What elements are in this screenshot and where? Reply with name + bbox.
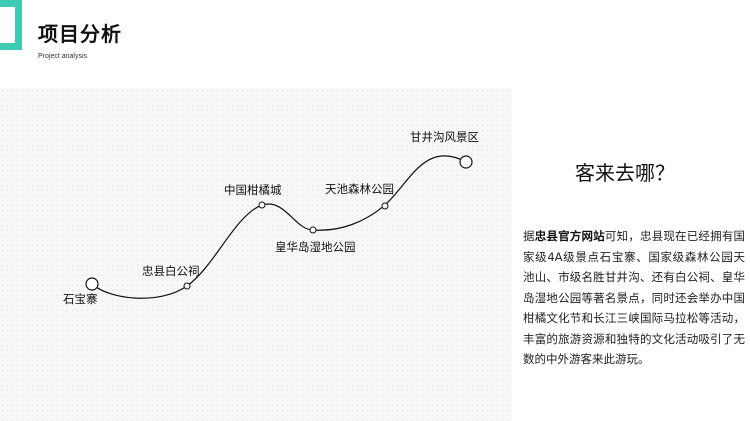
stop-label-shibaozhai: 石宝寨 bbox=[63, 292, 98, 306]
route-stop-start-marker bbox=[85, 277, 99, 291]
description-text: 据忠县官方网站可知，忠县现在已经拥有国家级4A级景点石宝寨、国家级森林公园天池山… bbox=[523, 226, 745, 370]
stop-label-ganjinggou: 甘井沟风景区 bbox=[410, 130, 479, 144]
desc-source-link-text: 忠县官方网站 bbox=[534, 229, 605, 243]
stop-label-huanghuadao: 皇华岛湿地公园 bbox=[275, 240, 356, 254]
stop-label-tianchi: 天池森林公园 bbox=[325, 182, 394, 196]
section-question: 客来去哪？ bbox=[575, 161, 675, 185]
route-stop-end-marker bbox=[459, 155, 473, 169]
page-subtitle: Project analysis bbox=[38, 53, 88, 60]
desc-prefix: 据 bbox=[523, 229, 535, 243]
accent-bracket bbox=[0, 0, 22, 50]
route-stop-marker bbox=[381, 202, 389, 210]
stop-label-baigongci: 忠县白公祠 bbox=[142, 264, 200, 278]
stop-label-ganjucheng: 中国柑橘城 bbox=[224, 183, 282, 197]
desc-body: 可知，忠县现在已经拥有国家级4A级景点石宝寨、国家级森林公园天池山、市级名胜甘井… bbox=[523, 229, 746, 366]
route-stop-marker bbox=[183, 282, 191, 290]
route-stop-marker bbox=[309, 226, 317, 234]
route-stop-marker bbox=[258, 201, 266, 209]
page-title: 项目分析 bbox=[38, 22, 122, 46]
route-line bbox=[91, 155, 467, 299]
route-map-panel bbox=[0, 88, 512, 421]
